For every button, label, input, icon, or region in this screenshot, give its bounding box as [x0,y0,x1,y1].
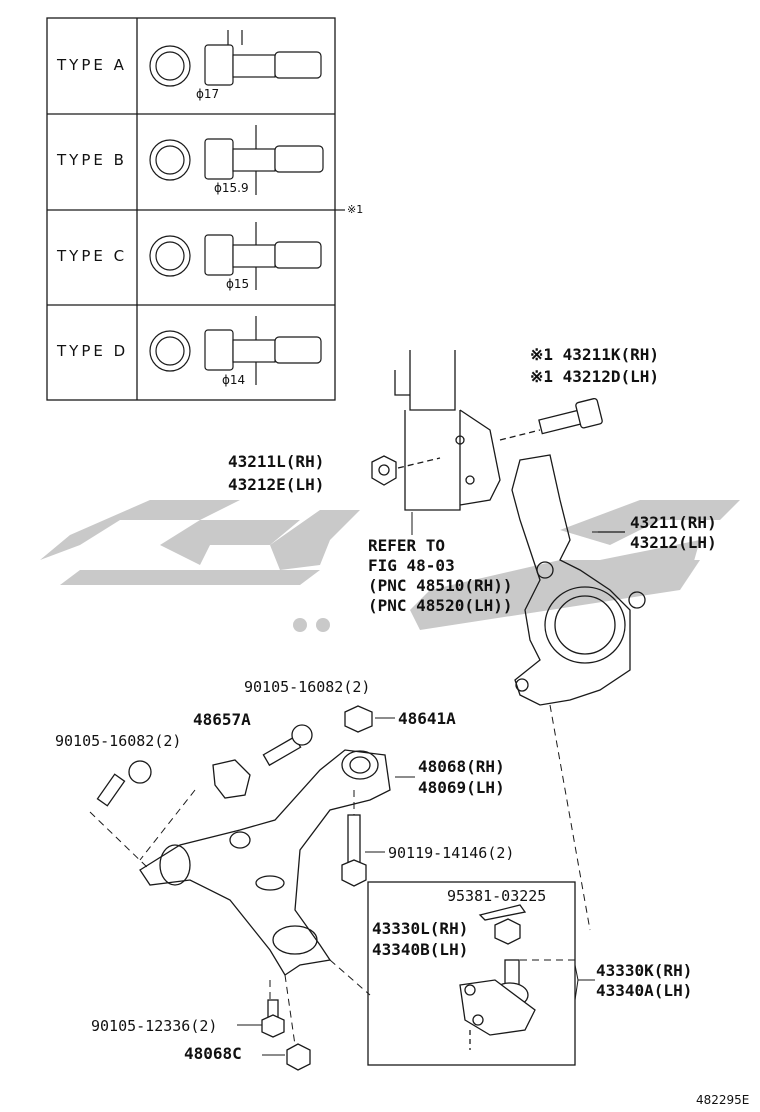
type-b-dim: ϕ15.9 [214,181,249,195]
label-48641a: 48641A [398,709,456,728]
figure-id: 482295E [696,1093,750,1107]
watermark-logo [40,500,740,632]
label-48069: 48069(LH) [418,778,505,797]
label-48657a: 48657A [193,710,251,729]
label-43211: 43211(RH) [630,513,717,532]
refer-line-1: REFER TO [368,536,446,555]
strut-nut [371,455,441,486]
strut-assembly [394,350,501,511]
refer-line-2: FIG 48-03 [368,556,455,575]
lower-control-arm [139,749,391,976]
type-d-dim: ϕ14 [222,373,246,387]
ball-joint-box [367,881,576,1066]
label-43211k: ※1 43211K(RH) [530,345,659,364]
steering-knuckle [511,454,646,706]
label-43212e: 43212E(LH) [228,475,325,494]
dashed-leader-lines [89,704,591,1046]
type-a-label: TYPE A [57,56,127,74]
type-table [46,17,336,401]
type-d-label: TYPE D [57,342,129,360]
label-43212d: ※1 43212D(LH) [530,367,659,386]
label-43212: 43212(LH) [630,533,717,552]
label-90105-16082-top: 90105-16082(2) [244,678,371,696]
label-48068c: 48068C [184,1044,242,1063]
label-43211l: 43211L(RH) [228,452,325,471]
refer-line-3: (PNC 48510(RH)) [368,576,513,595]
label-90105-12336: 90105-12336(2) [91,1017,218,1035]
type-b-label: TYPE B [57,151,127,169]
label-95381-03225: 95381-03225 [447,887,547,905]
type-c-label: TYPE C [57,247,128,265]
label-90105-16082-left: 90105-16082(2) [55,732,182,750]
type-c-dim: ϕ15 [226,277,250,291]
label-43340b: 43340B(LH) [372,940,469,959]
hub-bolt-illustrations [149,30,345,385]
table-note-mark: ※1 [347,203,364,216]
type-a-dim: ϕ17 [196,87,220,101]
label-43330k: 43330K(RH) [596,961,693,980]
label-90119-14146: 90119-14146(2) [388,844,515,862]
leader-lines [237,512,625,1056]
label-48068: 48068(RH) [418,757,505,776]
camber-bolt [499,397,603,441]
label-43330l: 43330L(RH) [372,919,469,938]
refer-line-4: (PNC 48520(LH)) [368,596,513,615]
small-fasteners [96,705,373,1071]
label-43340a: 43340A(LH) [596,981,693,1000]
